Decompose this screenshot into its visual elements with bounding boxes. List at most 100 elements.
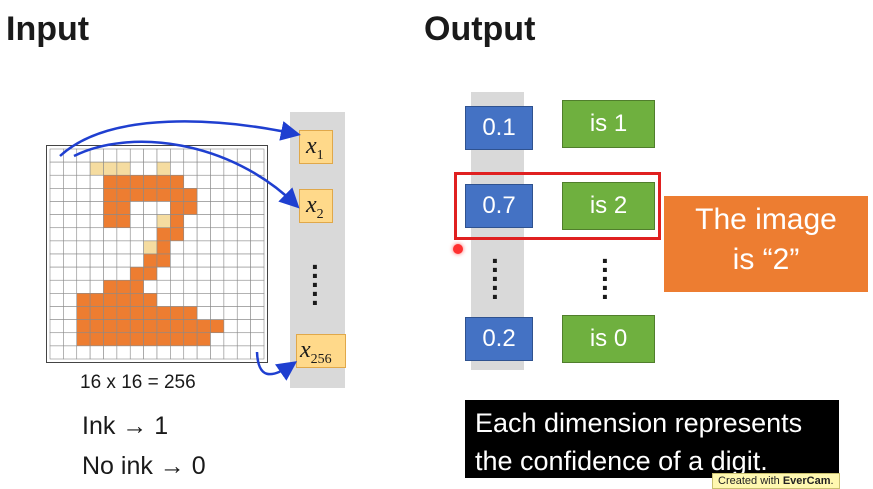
empty-pixel — [76, 345, 91, 360]
ink-pixel — [116, 174, 131, 189]
ink-pixel — [170, 174, 185, 189]
empty-pixel — [250, 345, 265, 360]
ink-pixel — [156, 319, 171, 334]
empty-pixel — [116, 227, 131, 242]
ink-pixel — [143, 306, 158, 320]
empty-pixel — [250, 240, 265, 255]
empty-pixel — [103, 345, 118, 360]
ink-pixel — [170, 201, 185, 215]
empty-pixel — [223, 306, 238, 320]
empty-pixel — [210, 266, 225, 281]
empty-pixel — [236, 188, 251, 202]
empty-pixel — [236, 253, 251, 268]
empty-pixel — [49, 174, 64, 189]
empty-pixel — [196, 188, 211, 202]
empty-pixel — [76, 174, 91, 189]
result-line-1: The image — [695, 203, 837, 236]
empty-pixel — [223, 201, 238, 215]
ink-pixel — [156, 306, 171, 320]
empty-pixel — [63, 214, 78, 229]
highlight-box — [454, 172, 661, 240]
output-label-0: is 0 — [562, 315, 655, 363]
ink-pixel — [89, 319, 104, 334]
empty-pixel — [156, 201, 171, 215]
ink-pixel — [129, 174, 144, 189]
empty-pixel — [129, 214, 144, 229]
empty-pixel — [223, 174, 238, 189]
empty-pixel — [183, 161, 198, 176]
no-ink-rule: No ink → 0 — [82, 452, 206, 480]
empty-pixel — [89, 174, 104, 189]
explanation-line-1: Each dimension represents — [475, 408, 803, 438]
empty-pixel — [63, 332, 78, 347]
empty-pixel — [170, 240, 185, 255]
empty-pixel — [183, 266, 198, 281]
empty-pixel — [156, 345, 171, 360]
grid-caption: 16 x 16 = 256 — [80, 372, 196, 393]
output-label-1: is 1 — [562, 100, 655, 148]
empty-pixel — [250, 174, 265, 189]
output-heading: Output — [424, 10, 536, 48]
empty-pixel — [183, 214, 198, 229]
ink-pixel — [89, 306, 104, 320]
empty-pixel — [143, 345, 158, 360]
label-ellipsis: ····· — [601, 245, 611, 312]
ink-pixel — [143, 319, 158, 334]
empty-pixel — [170, 345, 185, 360]
empty-pixel — [63, 266, 78, 281]
empty-pixel — [143, 148, 158, 163]
empty-pixel — [49, 345, 64, 360]
empty-pixel — [196, 266, 211, 281]
ink-pixel — [103, 188, 118, 202]
ink-pixel — [170, 214, 185, 229]
ink-pixel — [156, 240, 171, 255]
empty-pixel — [116, 345, 131, 360]
ink-pixel — [196, 319, 211, 334]
empty-pixel — [89, 201, 104, 215]
ink-pixel — [89, 332, 104, 347]
empty-pixel — [76, 279, 91, 294]
empty-pixel — [89, 253, 104, 268]
empty-pixel — [223, 161, 238, 176]
empty-pixel — [250, 253, 265, 268]
feature-x256: x256 — [296, 334, 346, 368]
partial-ink-pixel — [89, 161, 104, 176]
empty-pixel — [236, 266, 251, 281]
empty-pixel — [196, 345, 211, 360]
empty-pixel — [49, 253, 64, 268]
input-heading: Input — [6, 10, 90, 48]
empty-pixel — [250, 201, 265, 215]
empty-pixel — [103, 253, 118, 268]
ink-pixel — [116, 332, 131, 347]
empty-pixel — [236, 174, 251, 189]
empty-pixel — [236, 148, 251, 163]
empty-pixel — [183, 227, 198, 242]
empty-pixel — [63, 227, 78, 242]
ink-pixel — [76, 293, 91, 307]
empty-pixel — [210, 253, 225, 268]
empty-pixel — [223, 188, 238, 202]
empty-pixel — [76, 253, 91, 268]
empty-pixel — [236, 306, 251, 320]
output-value-1: 0.1 — [465, 106, 533, 150]
empty-pixel — [236, 293, 251, 307]
empty-pixel — [196, 174, 211, 189]
empty-pixel — [210, 201, 225, 215]
empty-pixel — [223, 332, 238, 347]
ink-pixel — [183, 332, 198, 347]
empty-pixel — [143, 227, 158, 242]
empty-pixel — [223, 293, 238, 307]
ink-pixel — [89, 293, 104, 307]
output-value-0: 0.2 — [465, 317, 533, 361]
value-ellipsis: ····· — [491, 245, 501, 312]
ink-pixel — [116, 201, 131, 215]
empty-pixel — [250, 148, 265, 163]
ink-pixel — [116, 293, 131, 307]
empty-pixel — [63, 188, 78, 202]
empty-pixel — [76, 148, 91, 163]
ink-pixel — [76, 306, 91, 320]
ink-pixel — [129, 293, 144, 307]
empty-pixel — [250, 279, 265, 294]
empty-pixel — [156, 279, 171, 294]
empty-pixel — [76, 188, 91, 202]
